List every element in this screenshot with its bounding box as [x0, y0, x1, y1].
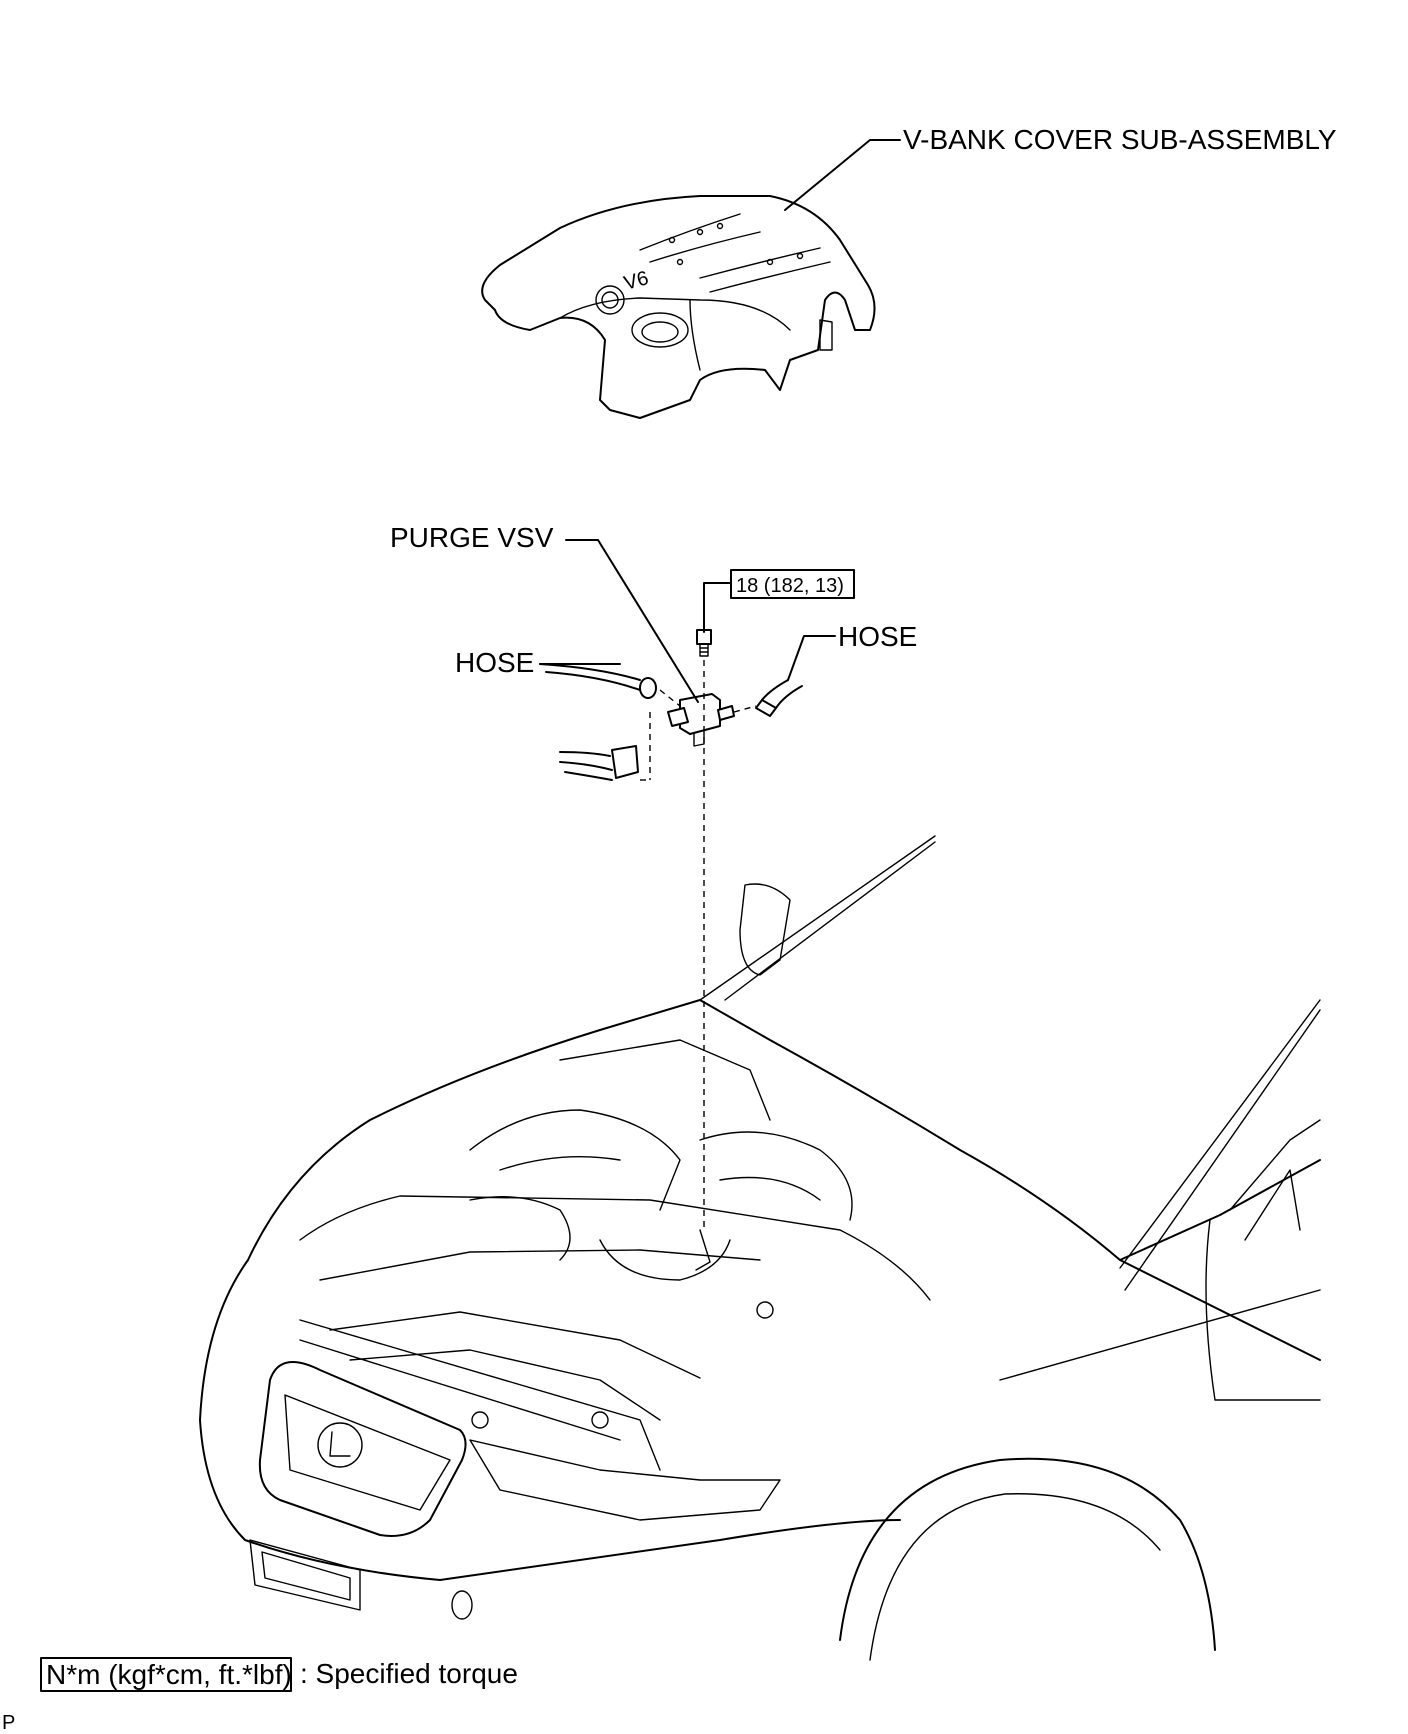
- v-bank-cover-illustration: V6: [481, 139, 901, 419]
- brand-emblem-icon: [317, 1422, 363, 1468]
- hose-right-leader-line: [787, 635, 836, 681]
- legend-unit-box: [40, 1657, 292, 1692]
- legend-description: : Specified torque: [300, 1658, 518, 1689]
- cover-label: V-BANK COVER SUB-ASSEMBLY: [903, 124, 1337, 155]
- torque-legend: N*m (kgf*cm, ft.*lbf) : Specified torque: [40, 1657, 518, 1692]
- hose-right-label: HOSE: [838, 621, 917, 652]
- legend-unit-text: N*m (kgf*cm, ft.*lbf): [46, 1659, 292, 1690]
- torque-box: [730, 569, 855, 599]
- purge-vsv-illustration: [539, 539, 836, 1230]
- torque-callout: 18 (182, 13): [730, 569, 855, 599]
- bolt-icon: [696, 629, 712, 645]
- vehicle-illustration: [199, 835, 1321, 1661]
- cover-leader-line: [784, 139, 901, 211]
- torque-leader-line: [703, 582, 731, 633]
- purge-vsv-leader-line: [565, 539, 699, 703]
- hose-left-label: HOSE: [455, 647, 534, 678]
- footer-code: P: [2, 1712, 15, 1734]
- purge-vsv-label: PURGE VSV: [390, 522, 554, 553]
- torque-value: 18 (182, 13): [736, 575, 844, 597]
